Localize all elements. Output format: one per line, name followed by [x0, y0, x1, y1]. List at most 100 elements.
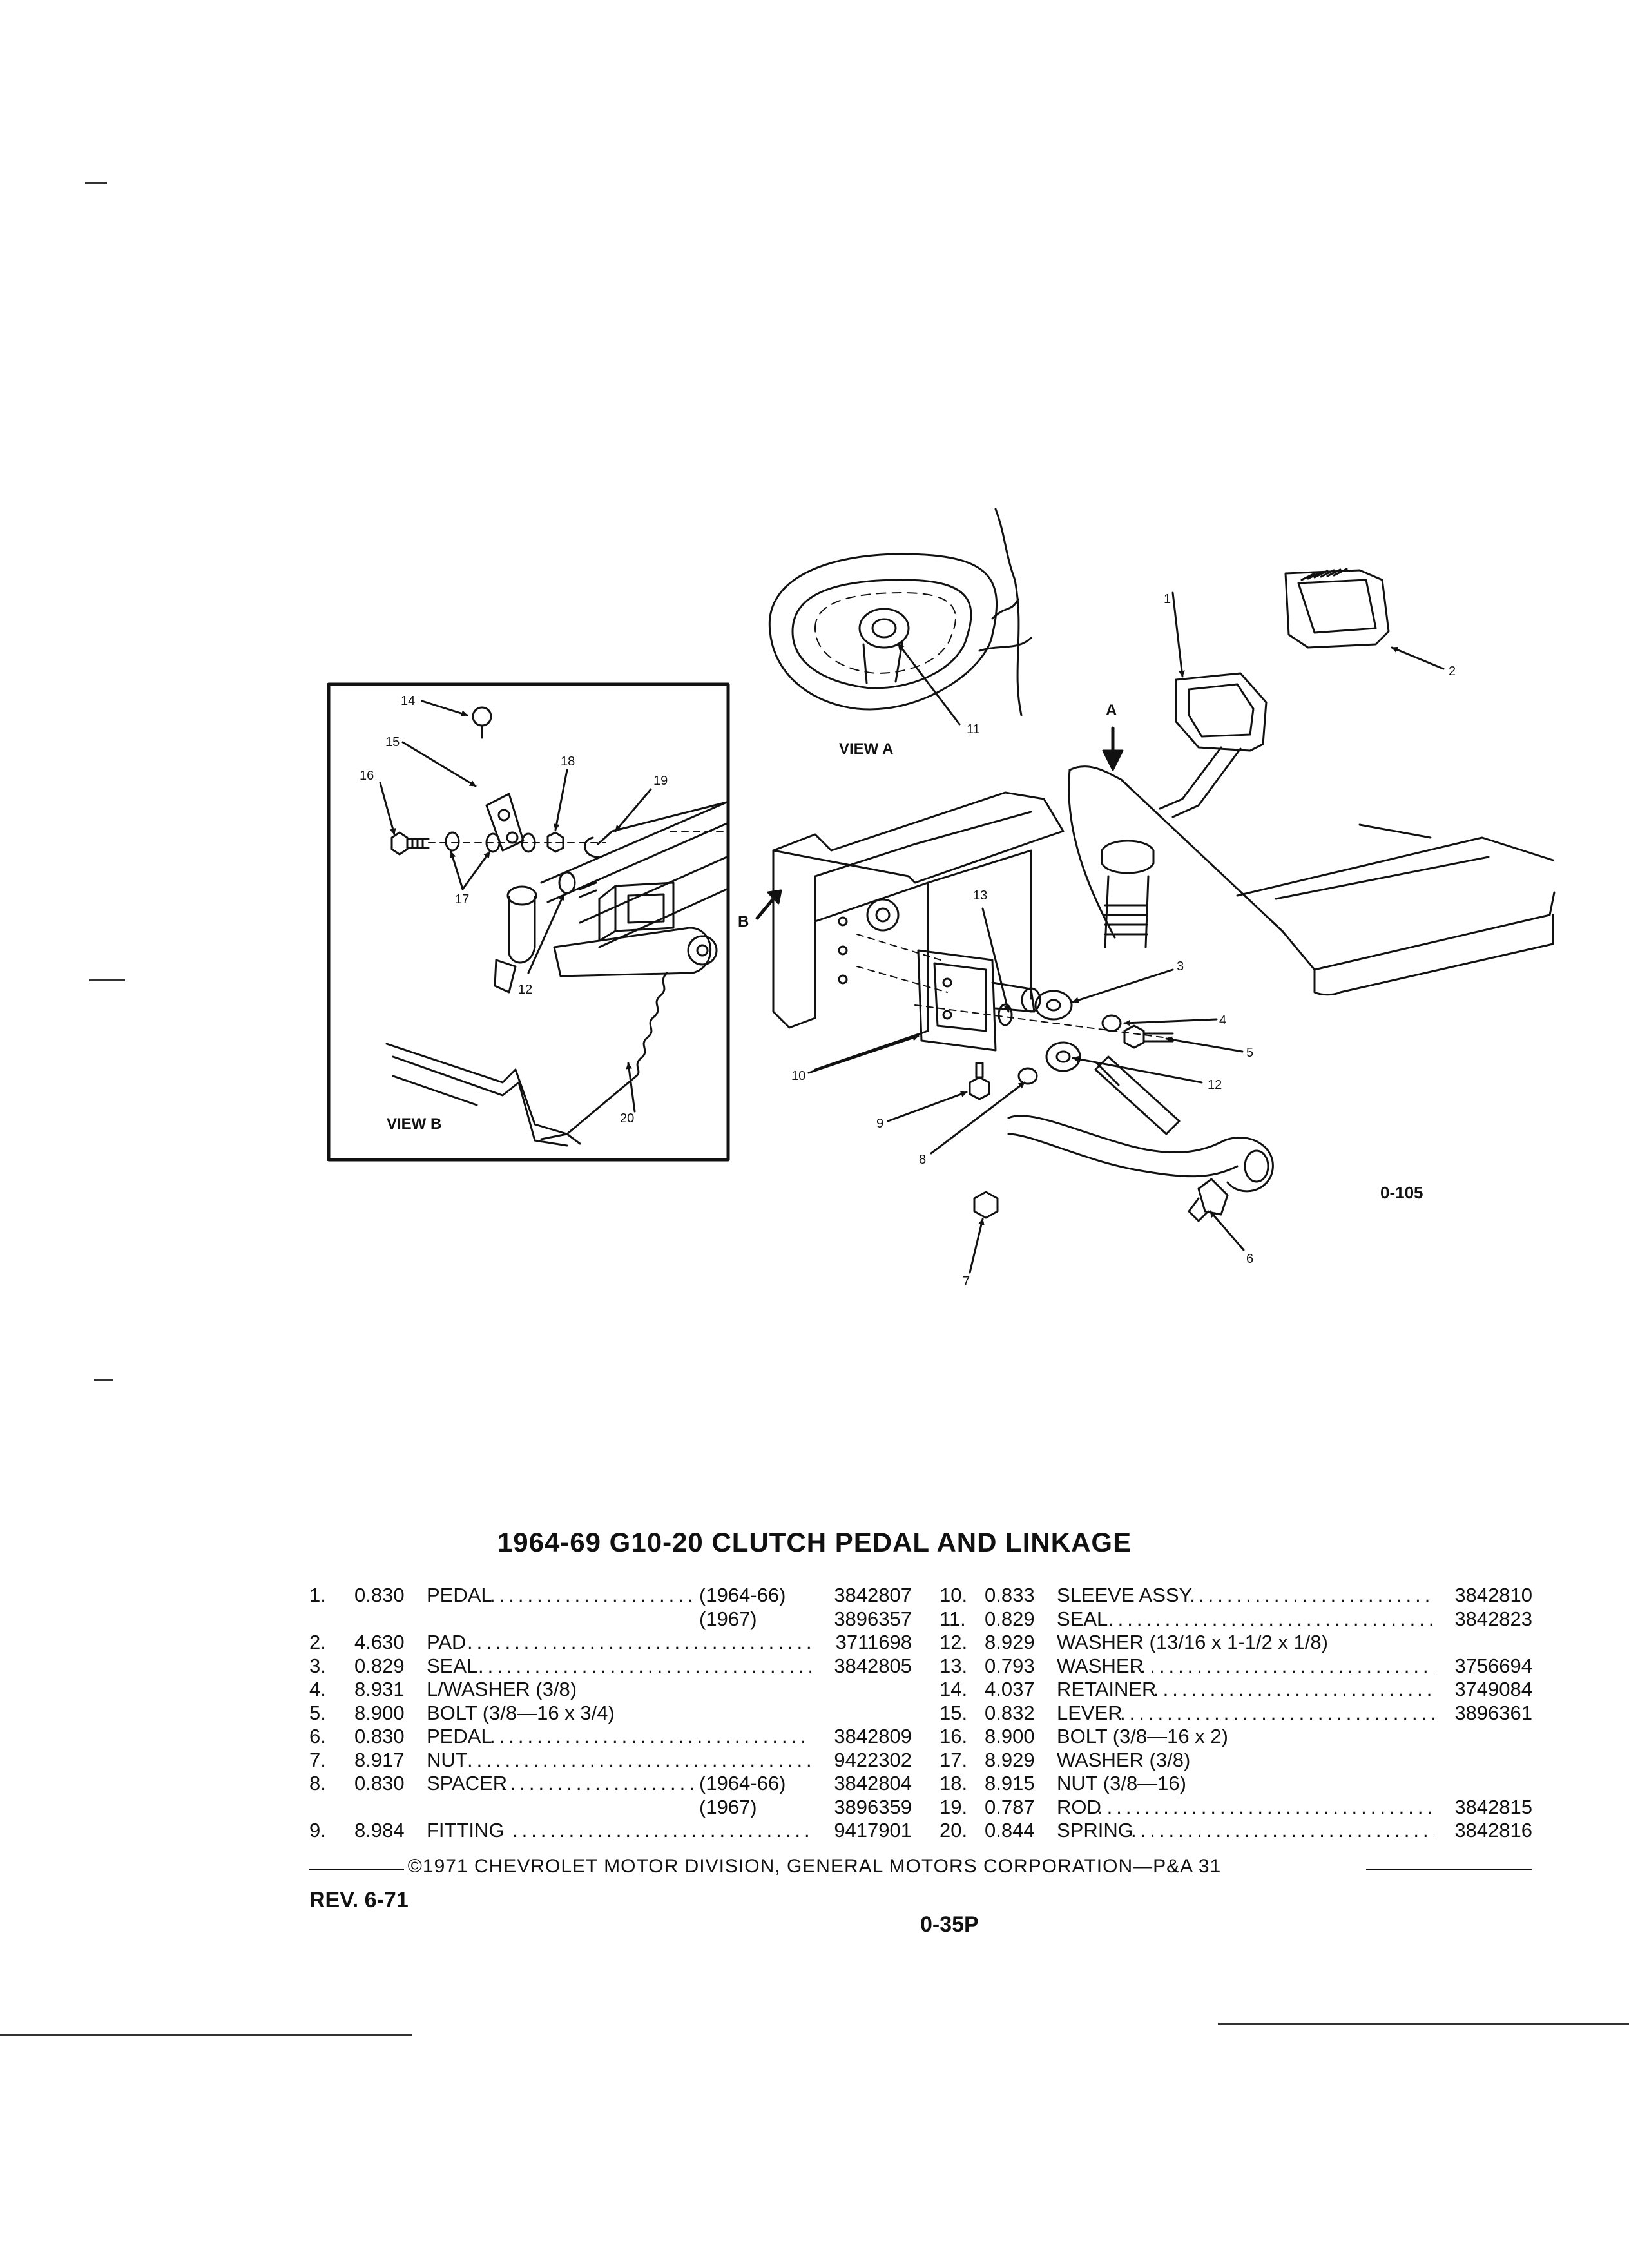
part-years: (1964-66): [699, 1772, 786, 1794]
parts-list-left: 1.0.830PEDAL........................(196…: [309, 1584, 912, 1843]
leader-dots: ........................................: [467, 1631, 811, 1653]
part-description: WASHER (3/8): [1057, 1748, 1191, 1771]
part-number: 3749084: [1454, 1678, 1532, 1700]
leader-dots: ............................: [1199, 1584, 1434, 1606]
leader-dots: ...................................: [1131, 1819, 1434, 1841]
parts-row: 10. 0.833 SLEEVE ASSY.....................…: [940, 1584, 1532, 1608]
part-code: 8.917: [354, 1748, 405, 1771]
parts-row: 1.0.830PEDAL........................(196…: [309, 1584, 912, 1608]
part-description: NUT: [427, 1748, 468, 1771]
part-index: 18.: [940, 1772, 968, 1794]
view-b-frame: [327, 682, 730, 1162]
scan-mark: [89, 979, 125, 981]
part-number: 3896357: [834, 1607, 912, 1630]
parts-row: 15. 0.832 LEVER...........................…: [940, 1702, 1532, 1725]
callout-7: 7: [963, 1274, 970, 1289]
page-code: 0-35P: [920, 1912, 979, 1937]
figure-code: 0-105: [1380, 1183, 1423, 1202]
part-index: 7.: [309, 1748, 326, 1771]
part-description: BOLT (3/8—16 x 3/4): [427, 1701, 615, 1724]
part-description: SPRING: [1057, 1819, 1133, 1841]
callout-12b: 12: [518, 983, 532, 997]
part-number: 3842816: [1454, 1819, 1532, 1841]
part-index: 15.: [940, 1701, 968, 1724]
part-description: L/WASHER (3/8): [427, 1678, 577, 1700]
copyright-line: ©1971 CHEVROLET MOTOR DIVISION, GENERAL …: [0, 1856, 1629, 1878]
part-index: 12.: [940, 1631, 968, 1653]
part-number: 3842804: [834, 1772, 912, 1794]
part-description: SEAL: [427, 1654, 478, 1677]
leader-dots: .....................................: [490, 1725, 811, 1747]
callout-18: 18: [561, 754, 575, 769]
part-description: LEVER: [1057, 1701, 1123, 1724]
part-index: 16.: [940, 1725, 968, 1747]
part-description: PEDAL: [427, 1584, 492, 1606]
callout-10: 10: [791, 1069, 805, 1083]
leader-dots: ........................................: [467, 1748, 811, 1771]
callout-5: 5: [1246, 1046, 1253, 1060]
parts-list-right: 10. 0.833 SLEEVE ASSY.....................…: [940, 1584, 1532, 1843]
part-index: 4.: [309, 1678, 326, 1700]
part-code: 8.929: [985, 1748, 1035, 1771]
part-index: 10.: [940, 1584, 968, 1606]
view-a-arrow-label: A: [1106, 702, 1117, 719]
part-description: SLEEVE ASSY.: [1057, 1584, 1195, 1606]
part-code: 0.833: [985, 1584, 1035, 1606]
part-number: 3842815: [1454, 1795, 1532, 1818]
callout-6: 6: [1246, 1252, 1253, 1266]
part-code: 0.832: [985, 1701, 1035, 1724]
leader-dots: ......................................: [1108, 1607, 1434, 1630]
part-description: PEDAL: [427, 1725, 492, 1747]
leader-dots: ....................................: [1120, 1701, 1434, 1724]
part-number: 3896361: [1454, 1701, 1532, 1724]
callout-11: 11: [967, 722, 980, 736]
part-index: 19.: [940, 1795, 968, 1818]
part-index: 11.: [940, 1607, 966, 1630]
parts-row: (1967) 3896359: [309, 1796, 912, 1820]
part-code: 8.900: [354, 1701, 405, 1724]
part-description: ROD: [1057, 1795, 1101, 1818]
view-a-label: VIEW A: [839, 740, 893, 758]
footer-rule-left: [309, 1869, 478, 1870]
parts-row: 7. 8.917 NUT..............................…: [309, 1749, 912, 1773]
part-code: 4.037: [985, 1678, 1035, 1700]
part-description: PAD: [427, 1631, 467, 1653]
part-number: 3896359: [834, 1795, 912, 1818]
callout-3: 3: [1177, 959, 1184, 974]
part-code: 0.787: [985, 1795, 1035, 1818]
part-number: 3842810: [1454, 1584, 1532, 1606]
part-years: (1967): [699, 1795, 757, 1818]
part-years: (1964-66): [699, 1584, 786, 1606]
callout-13: 13: [973, 889, 987, 903]
part-code: 8.929: [985, 1631, 1035, 1653]
parts-row: (1967) 3896357: [309, 1608, 912, 1631]
leader-dots: .......................: [501, 1772, 693, 1794]
parts-row: 19. 0.787 ROD.............................…: [940, 1796, 1532, 1820]
view-a-outline: [768, 553, 998, 711]
part-code: 8.915: [985, 1772, 1035, 1794]
leader-dots: .......................................: [1097, 1795, 1434, 1818]
part-index: 8.: [309, 1772, 326, 1794]
view-b-arrow-label: B: [738, 913, 749, 930]
part-number: 3842805: [834, 1654, 912, 1677]
leader-dots: ...................................: [512, 1819, 811, 1841]
part-index: 20.: [940, 1819, 968, 1841]
part-description: BOLT (3/8—16 x 2): [1057, 1725, 1228, 1747]
callout-12: 12: [1208, 1078, 1222, 1092]
part-index: 2.: [309, 1631, 326, 1653]
part-years: (1967): [699, 1607, 757, 1630]
part-index: 6.: [309, 1725, 326, 1747]
parts-row: 8.0.830SPACER.......................(196…: [309, 1772, 912, 1796]
leader-dots: .................................: [1153, 1678, 1434, 1700]
part-number: 9422302: [834, 1748, 912, 1771]
